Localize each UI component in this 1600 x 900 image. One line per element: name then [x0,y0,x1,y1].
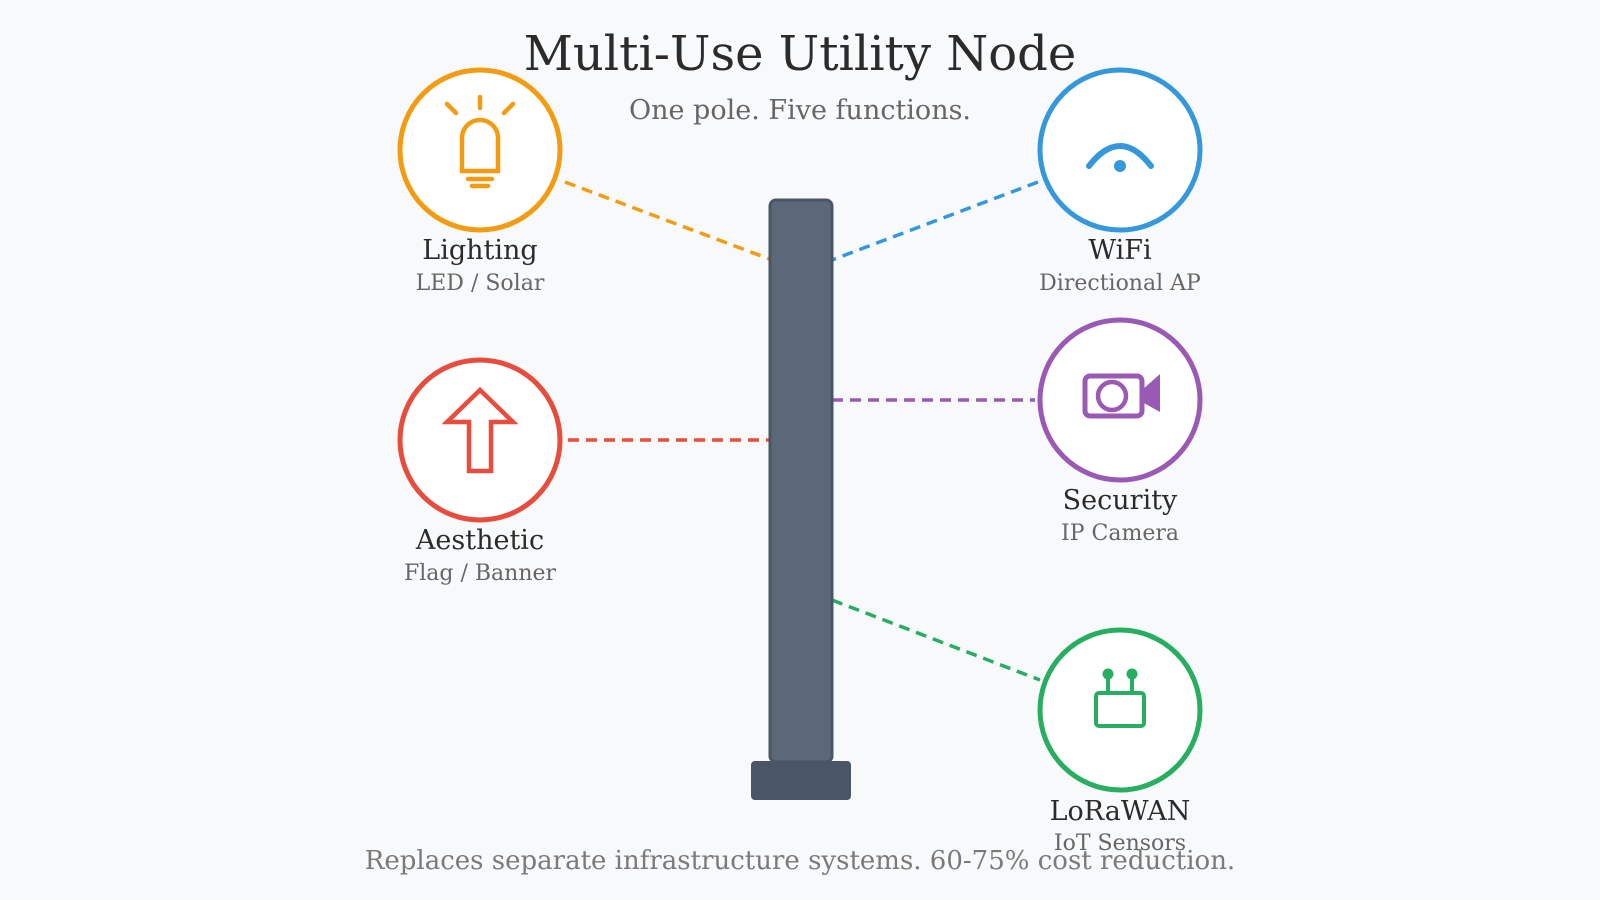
footer-note: Replaces separate infrastructure systems… [365,846,1235,876]
lighting-label: Lighting [422,235,537,266]
diagram-subtitle: One pole. Five functions. [629,95,971,126]
aesthetic-sublabel: Flag / Banner [404,561,557,586]
arrow-up-icon [441,386,519,474]
lightbulb-icon [444,94,516,189]
node-security: Security IP Camera [1037,317,1203,546]
pole-base [751,761,851,800]
lorawan-circle [1037,627,1203,793]
node-lighting: Lighting LED / Solar [397,67,563,296]
connector-lighting [564,180,773,262]
wifi-sublabel: Directional AP [1039,271,1201,296]
aesthetic-circle [397,357,563,523]
node-aesthetic: Aesthetic Flag / Banner [397,357,563,586]
diagram-title: Multi-Use Utility Node [524,26,1077,82]
pole-shaft [768,198,834,764]
connector-lorawan [831,598,1041,682]
wifi-label: WiFi [1088,235,1152,266]
node-lorawan: LoRaWAN IoT Sensors [1037,627,1203,856]
utility-pole [751,198,851,800]
lighting-circle [397,67,563,233]
camera-icon [1082,373,1160,419]
security-label: Security [1063,485,1178,516]
connector-wifi [831,180,1039,262]
wifi-icon [1086,143,1154,172]
lighting-sublabel: LED / Solar [416,271,545,296]
node-wifi: WiFi Directional AP [1037,67,1203,296]
router-icon [1094,668,1146,728]
aesthetic-label: Aesthetic [415,525,544,556]
security-sublabel: IP Camera [1061,521,1179,546]
lorawan-sublabel: IoT Sensors [1054,831,1186,856]
security-circle [1037,317,1203,483]
wifi-circle [1037,67,1203,233]
connector-lines [564,180,1041,682]
lorawan-label: LoRaWAN [1050,796,1191,827]
